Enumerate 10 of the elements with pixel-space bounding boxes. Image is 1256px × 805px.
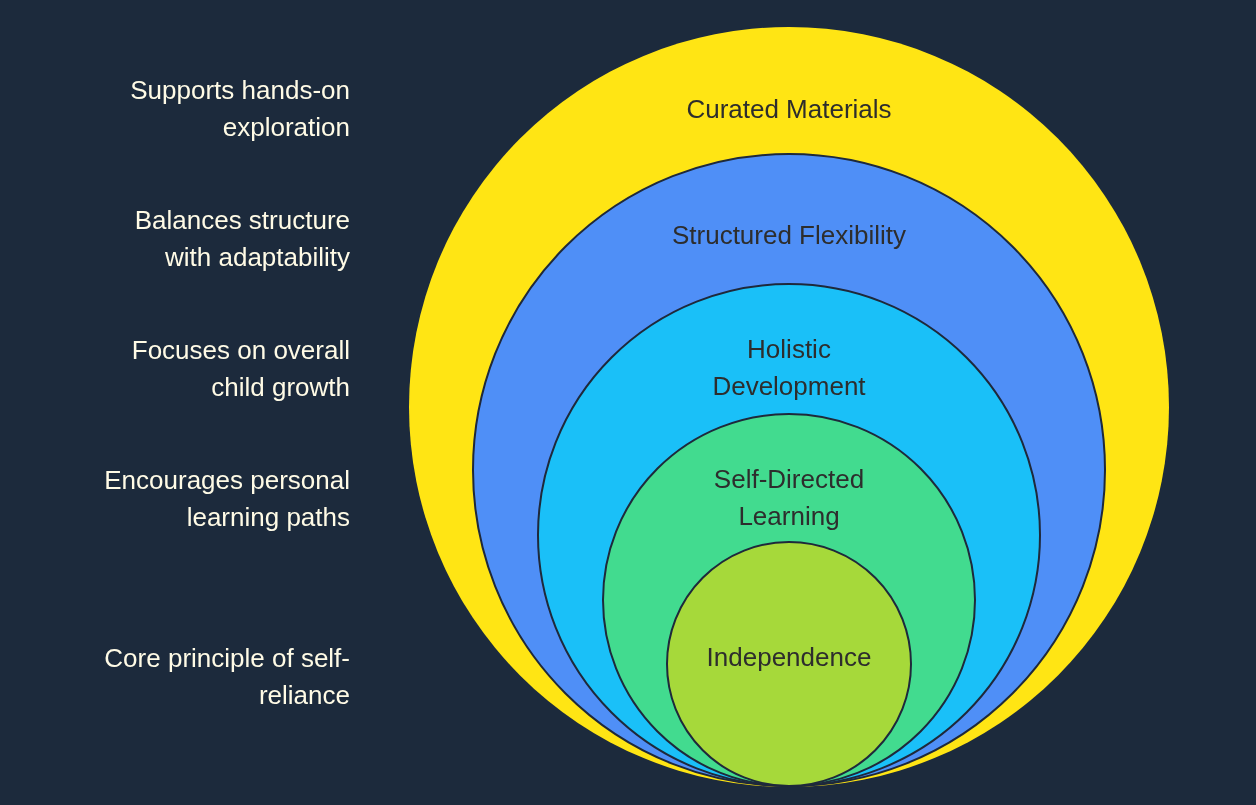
side-note: Supports hands-on exploration xyxy=(129,74,350,144)
side-note: Focuses on overall child growth xyxy=(130,334,350,404)
circle-label: Curated Materials xyxy=(685,93,893,126)
circle-label: Structured Flexibility xyxy=(670,219,908,252)
side-note: Balances structure with adaptability xyxy=(133,204,350,274)
circle-label: Self-Directed Learning xyxy=(712,463,866,533)
circle-label: Independence xyxy=(705,641,873,674)
side-note: Core principle of self-reliance xyxy=(103,642,350,712)
circle-label: Holistic Development xyxy=(711,333,867,403)
side-note: Encourages personal learning paths xyxy=(103,464,350,534)
